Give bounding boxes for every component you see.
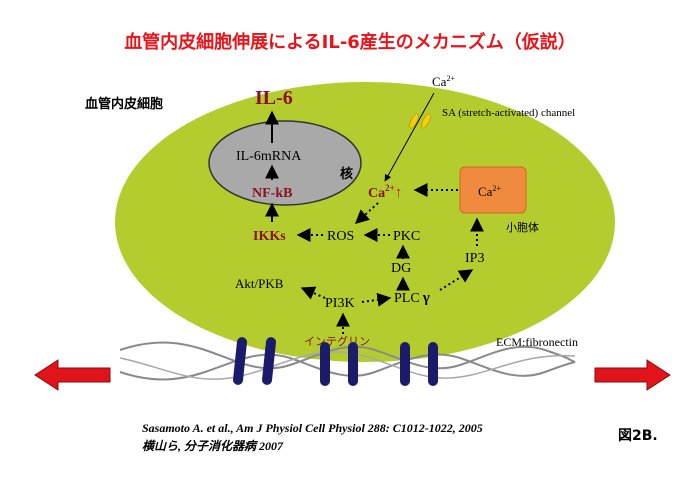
ca-cytosolic-label: Ca2+↑ xyxy=(368,183,402,201)
ip3-label: IP3 xyxy=(465,251,484,266)
arrow-pi3k-to-akt xyxy=(300,286,326,300)
nucleus-label: 核 xyxy=(340,166,353,182)
cell-label: 血管内皮細胞 xyxy=(85,96,163,112)
nfkb-label: NF-kB xyxy=(252,186,292,201)
endoplasmic-reticulum xyxy=(459,166,527,214)
stretch-arrow-right xyxy=(594,359,671,391)
sa-channel-label: SA (stretch-activated) channel xyxy=(442,107,575,119)
stretch-arrow-left xyxy=(34,359,111,391)
ros-label: ROS xyxy=(327,229,354,244)
integrin-bar xyxy=(320,342,330,386)
sa-channel-right xyxy=(421,113,431,129)
akt-label: Akt/PKB xyxy=(235,276,284,291)
dg-label: DG xyxy=(391,261,411,276)
il6-mrna-label: IL-6mRNA xyxy=(236,149,302,164)
ikks-label: IKKs xyxy=(253,229,286,244)
integrin-bar xyxy=(428,342,438,386)
sa-channel-left xyxy=(409,113,419,129)
nucleus xyxy=(208,120,362,206)
integrin-label: インテグリン xyxy=(304,334,370,348)
integrin-bar xyxy=(233,337,247,385)
arrow-ca-influx xyxy=(384,92,435,182)
ca-top-label: Ca2+ xyxy=(432,74,455,89)
integrin-receptors xyxy=(233,337,438,386)
pkc-label: PKC xyxy=(393,229,420,244)
diagram-title: 血管内皮細胞伸展によるIL-6産生のメカニズム（仮説） xyxy=(124,31,576,53)
integrin-bar xyxy=(262,337,276,385)
citation-line-2: 横山ら, 分子消化器病 2007 xyxy=(142,439,284,453)
ecm-label: ECM;fibronectin xyxy=(496,335,578,349)
ecm-fiber-1 xyxy=(119,341,576,370)
integrin-bar xyxy=(348,342,358,386)
endothelial-cell xyxy=(115,82,615,362)
arrow-plc-to-ip3 xyxy=(439,269,474,291)
citation-line-1: Sasamoto A. et al., Am J Physiol Cell Ph… xyxy=(142,421,483,435)
ecm-fiber-2 xyxy=(119,353,576,381)
er-label: 小胞体 xyxy=(506,220,539,234)
integrin-bar xyxy=(400,342,410,386)
pi3k-label: PI3K xyxy=(325,296,355,311)
figure-label: 図2B. xyxy=(618,428,658,444)
er-ca-label: Ca2+ xyxy=(478,184,501,199)
il6-label: IL-6 xyxy=(255,87,293,109)
ecm-fiber-3 xyxy=(119,351,576,380)
